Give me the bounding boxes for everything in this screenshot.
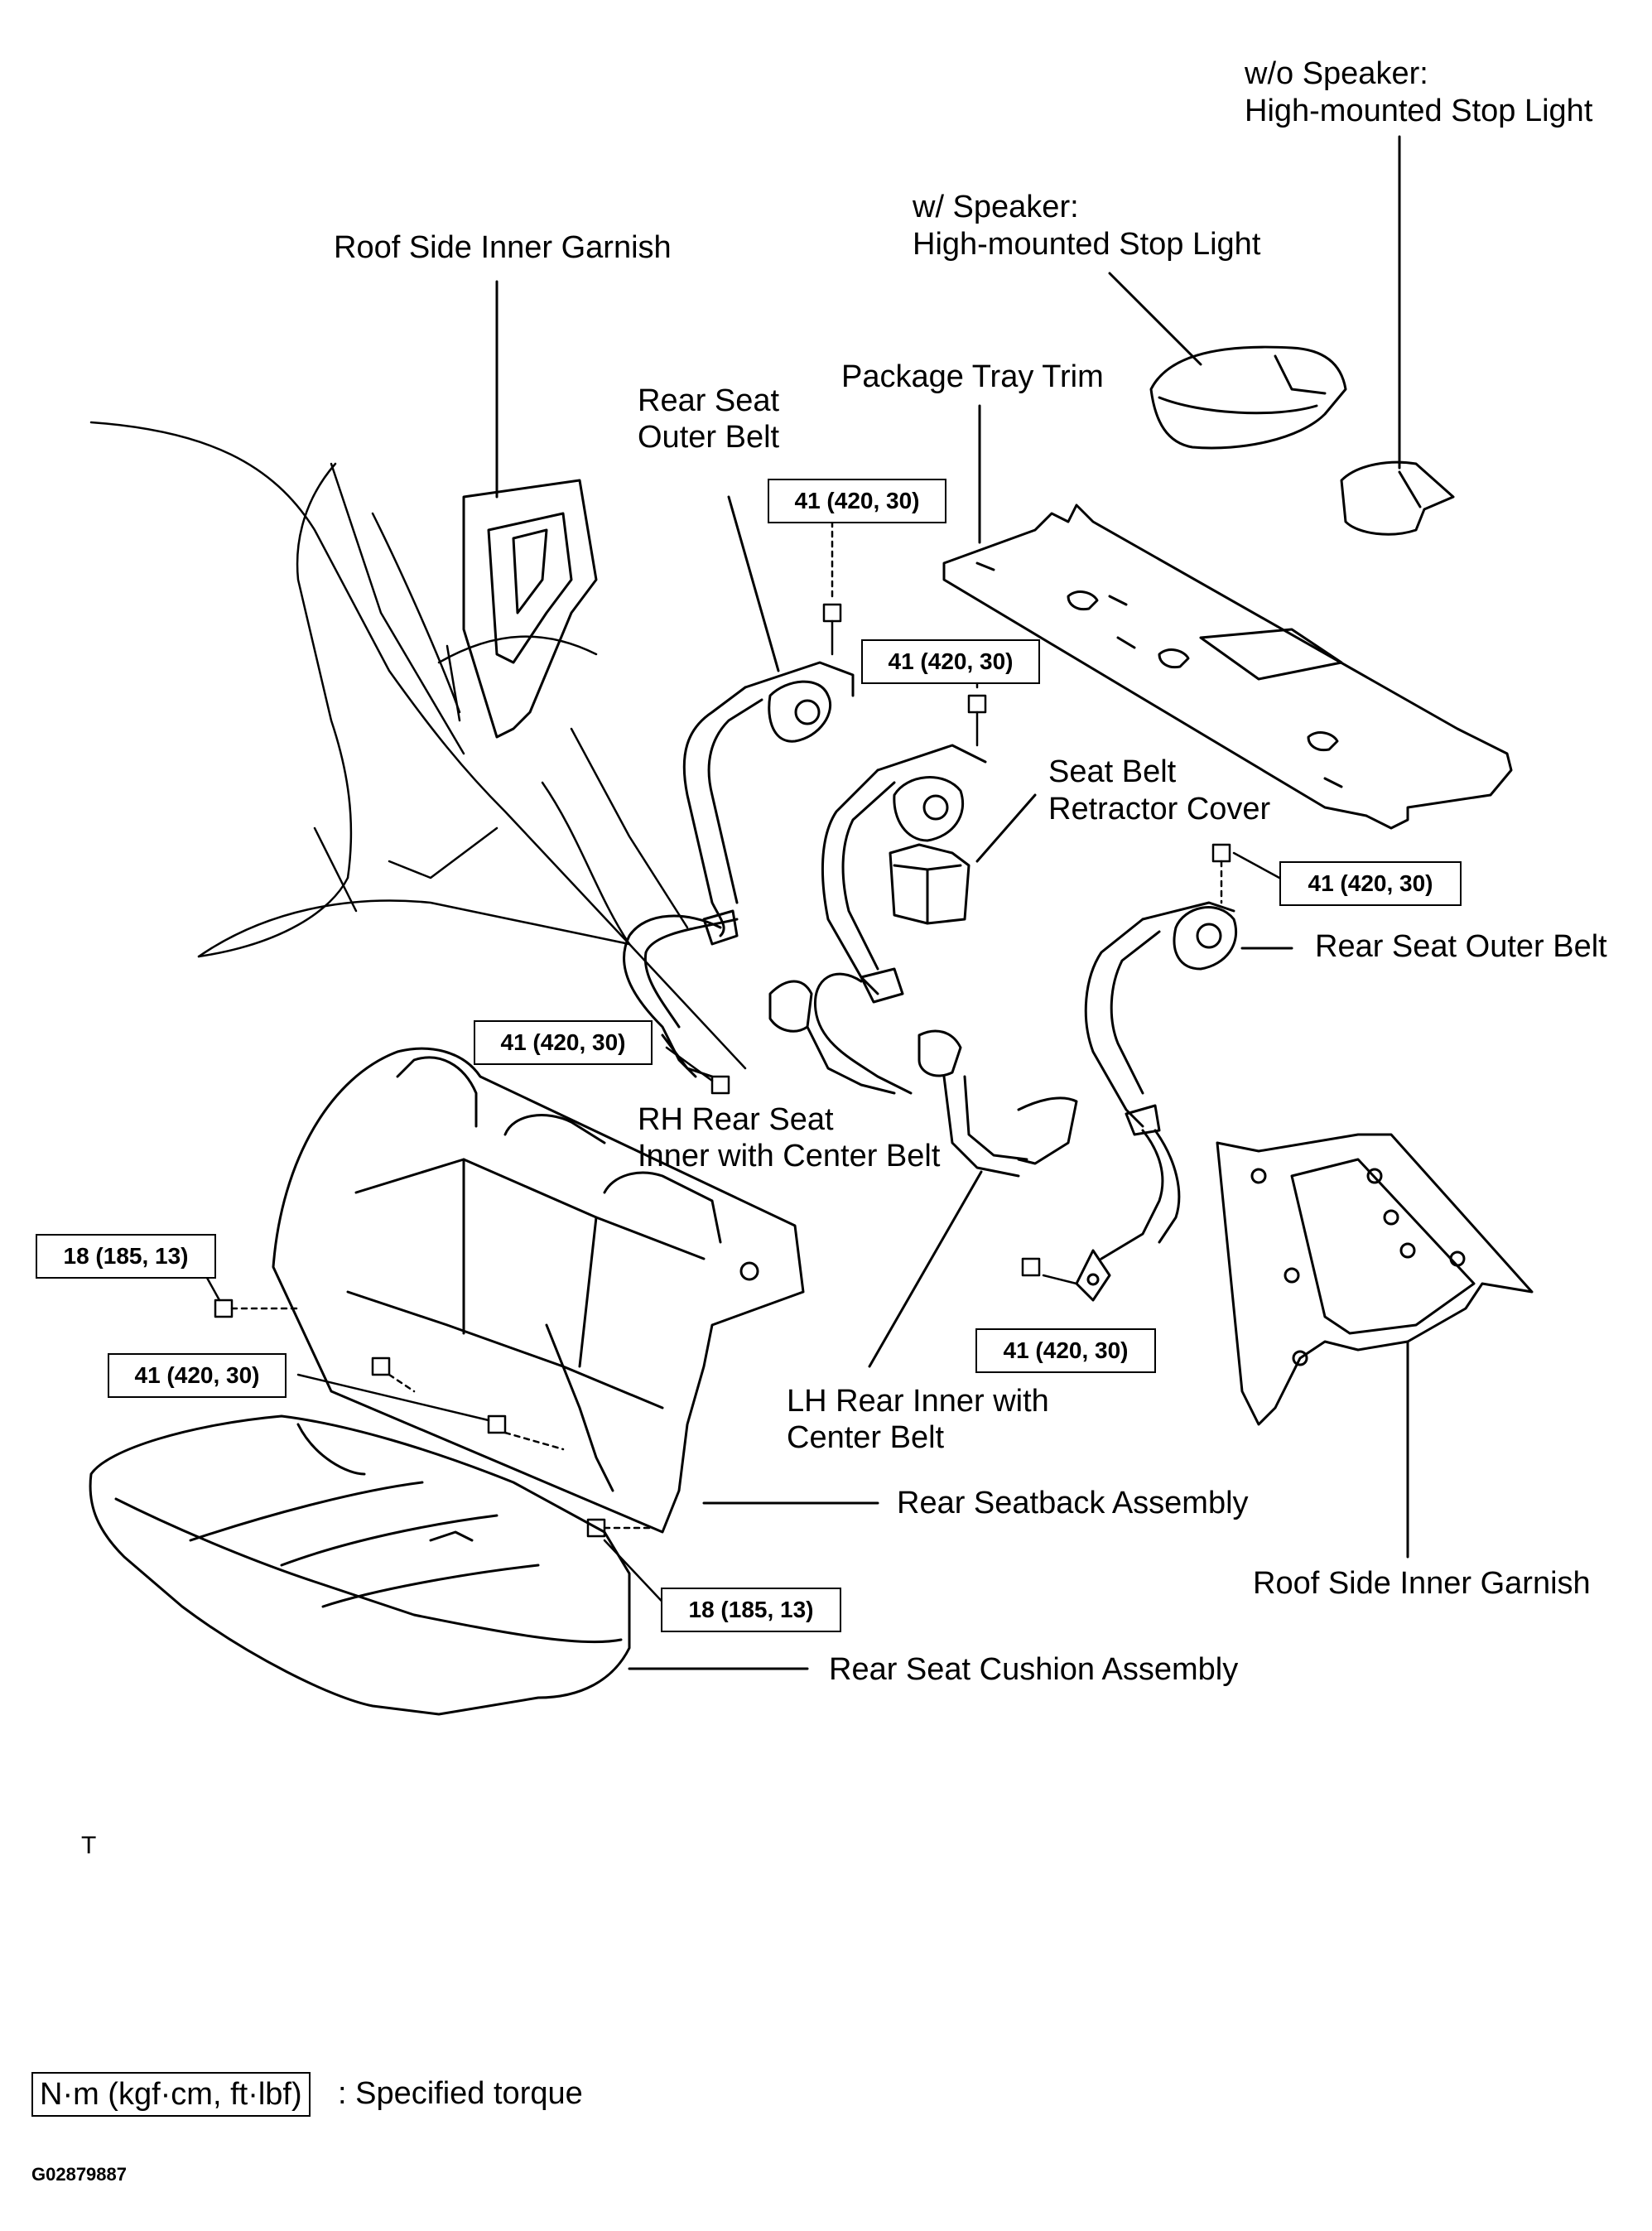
leader-w-speaker [1108,272,1202,366]
roof-side-inner-garnish-left [462,479,598,739]
label-rear-seat-cushion-assembly: Rear Seat Cushion Assembly [829,1652,1239,1687]
torque-box: 18 (185, 13) [661,1588,841,1632]
stop-light-with-speaker [1149,345,1347,450]
legend-unit-box: N·m (kgf·cm, ft·lbf) [31,2072,311,2117]
label-wo-speaker-line1: w/o Speaker: [1245,56,1428,91]
torque-box: 18 (185, 13) [36,1234,216,1279]
bolt-7 [371,1356,416,1393]
label-rear-seatback-assembly: Rear Seatback Assembly [897,1486,1249,1520]
marker-t: T [81,1832,97,1859]
figure-id: G02879887 [31,2164,127,2185]
label-roof-side-inner-garnish-left: Roof Side Inner Garnish [334,230,672,265]
bolt-1 [822,520,842,656]
torque-box: 41 (420, 30) [1279,861,1462,906]
torque-box: 41 (420, 30) [108,1353,287,1398]
leader-retractor-cover [975,793,1037,863]
rear-seat-outer-belt-rh [623,661,855,1078]
label-retractor-cover-line2: Retractor Cover [1048,792,1271,826]
body-shell [89,421,747,1070]
torque-box: 41 (420, 30) [861,639,1040,684]
stop-light-without-speaker [1340,460,1455,536]
rear-seatback-assembly [272,1047,805,1534]
label-lh-inner-line1: LH Rear Inner with [787,1384,1049,1419]
package-tray-trim [942,504,1513,830]
bolt-3 [1211,843,1281,904]
label-rh-inner-line1: RH Rear Seat [638,1102,834,1137]
bolt-8 [296,1373,565,1451]
roof-side-inner-garnish-right [1216,1133,1534,1426]
bolt-5 [1021,1257,1078,1285]
label-rear-seat-outer-belt-line2: Outer Belt [638,420,780,455]
label-lh-inner-line2: Center Belt [787,1420,945,1455]
torque-box: 41 (420, 30) [975,1328,1156,1373]
rear-seat-cushion-assembly [89,1414,631,1716]
label-rear-seat-outer-belt-line1: Rear Seat [638,383,780,418]
rear-seat-outer-belt-lh [1075,901,1238,1302]
bolts [197,520,1281,1612]
label-roof-side-inner-garnish-right: Roof Side Inner Garnish [1253,1566,1591,1601]
bolt-9 [586,1518,672,1612]
torque-box: 41 (420, 30) [768,479,946,523]
label-package-tray-trim: Package Tray Trim [841,359,1104,394]
rh-inner-center-belt [768,744,1078,1178]
leader-lh-inner [868,1170,983,1368]
leader-rear-outer-belt-rh [727,495,780,672]
seat-belt-retractor-cover [889,843,970,925]
label-w-speaker-line1: w/ Speaker: [913,190,1079,224]
label-wo-speaker-line2: High-mounted Stop Light [1245,94,1593,128]
label-retractor-cover-line1: Seat Belt [1048,754,1177,789]
bolt-4 [665,1046,730,1095]
label-rear-seat-outer-belt-right: Rear Seat Outer Belt [1315,929,1607,964]
torque-box: 41 (420, 30) [474,1020,653,1065]
label-w-speaker-line2: High-mounted Stop Light [913,227,1261,262]
legend-text: : Specified torque [338,2076,583,2111]
label-rh-inner-line2: Inner with Center Belt [638,1139,941,1173]
